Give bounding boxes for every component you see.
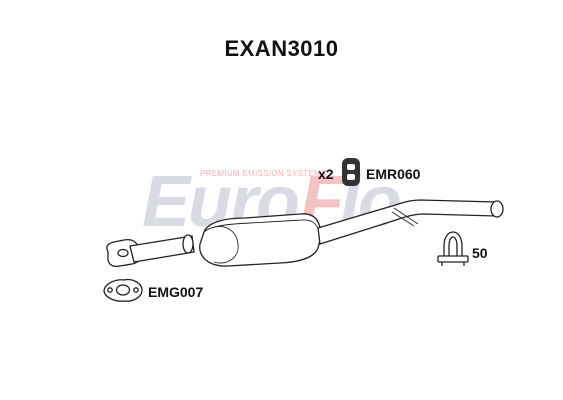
- silencer-box: [199, 213, 322, 267]
- outlet-pipe: [317, 199, 504, 245]
- rubber-mount-quantity: x2: [318, 166, 334, 182]
- clamp-size: 50: [472, 245, 488, 261]
- gasket-icon: [103, 278, 143, 302]
- inlet-pipe: [129, 234, 195, 263]
- clamp-icon: [437, 231, 469, 266]
- rubber-mount-icon: [342, 158, 360, 186]
- part-code-title: EXAN3010: [224, 36, 339, 61]
- rubber-mount-code: EMR060: [366, 166, 421, 182]
- watermark-tagline: PREMIUM EMISSION SYSTEMS: [200, 169, 327, 178]
- gasket-code: EMG007: [148, 284, 204, 300]
